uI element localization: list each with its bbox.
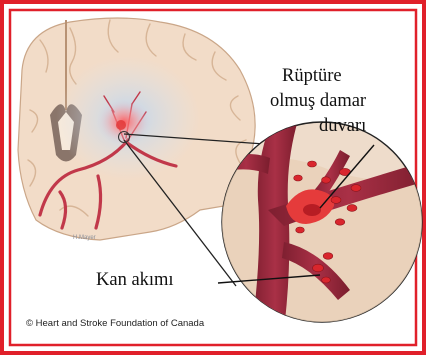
magnified-vessel-inset [222,120,426,330]
rupture-label-line1: Rüptüre [282,64,342,88]
brain-cross-section [18,18,255,240]
artist-credit: H.Mayer [73,235,96,241]
blood-flow-label: Kan akımı [96,268,174,292]
copyright-notice: © Heart and Stroke Foundation of Canada [26,318,204,329]
rupture-label-line2: olmuş damar [270,89,366,113]
rupture-label-line3: duvarı [319,114,366,138]
